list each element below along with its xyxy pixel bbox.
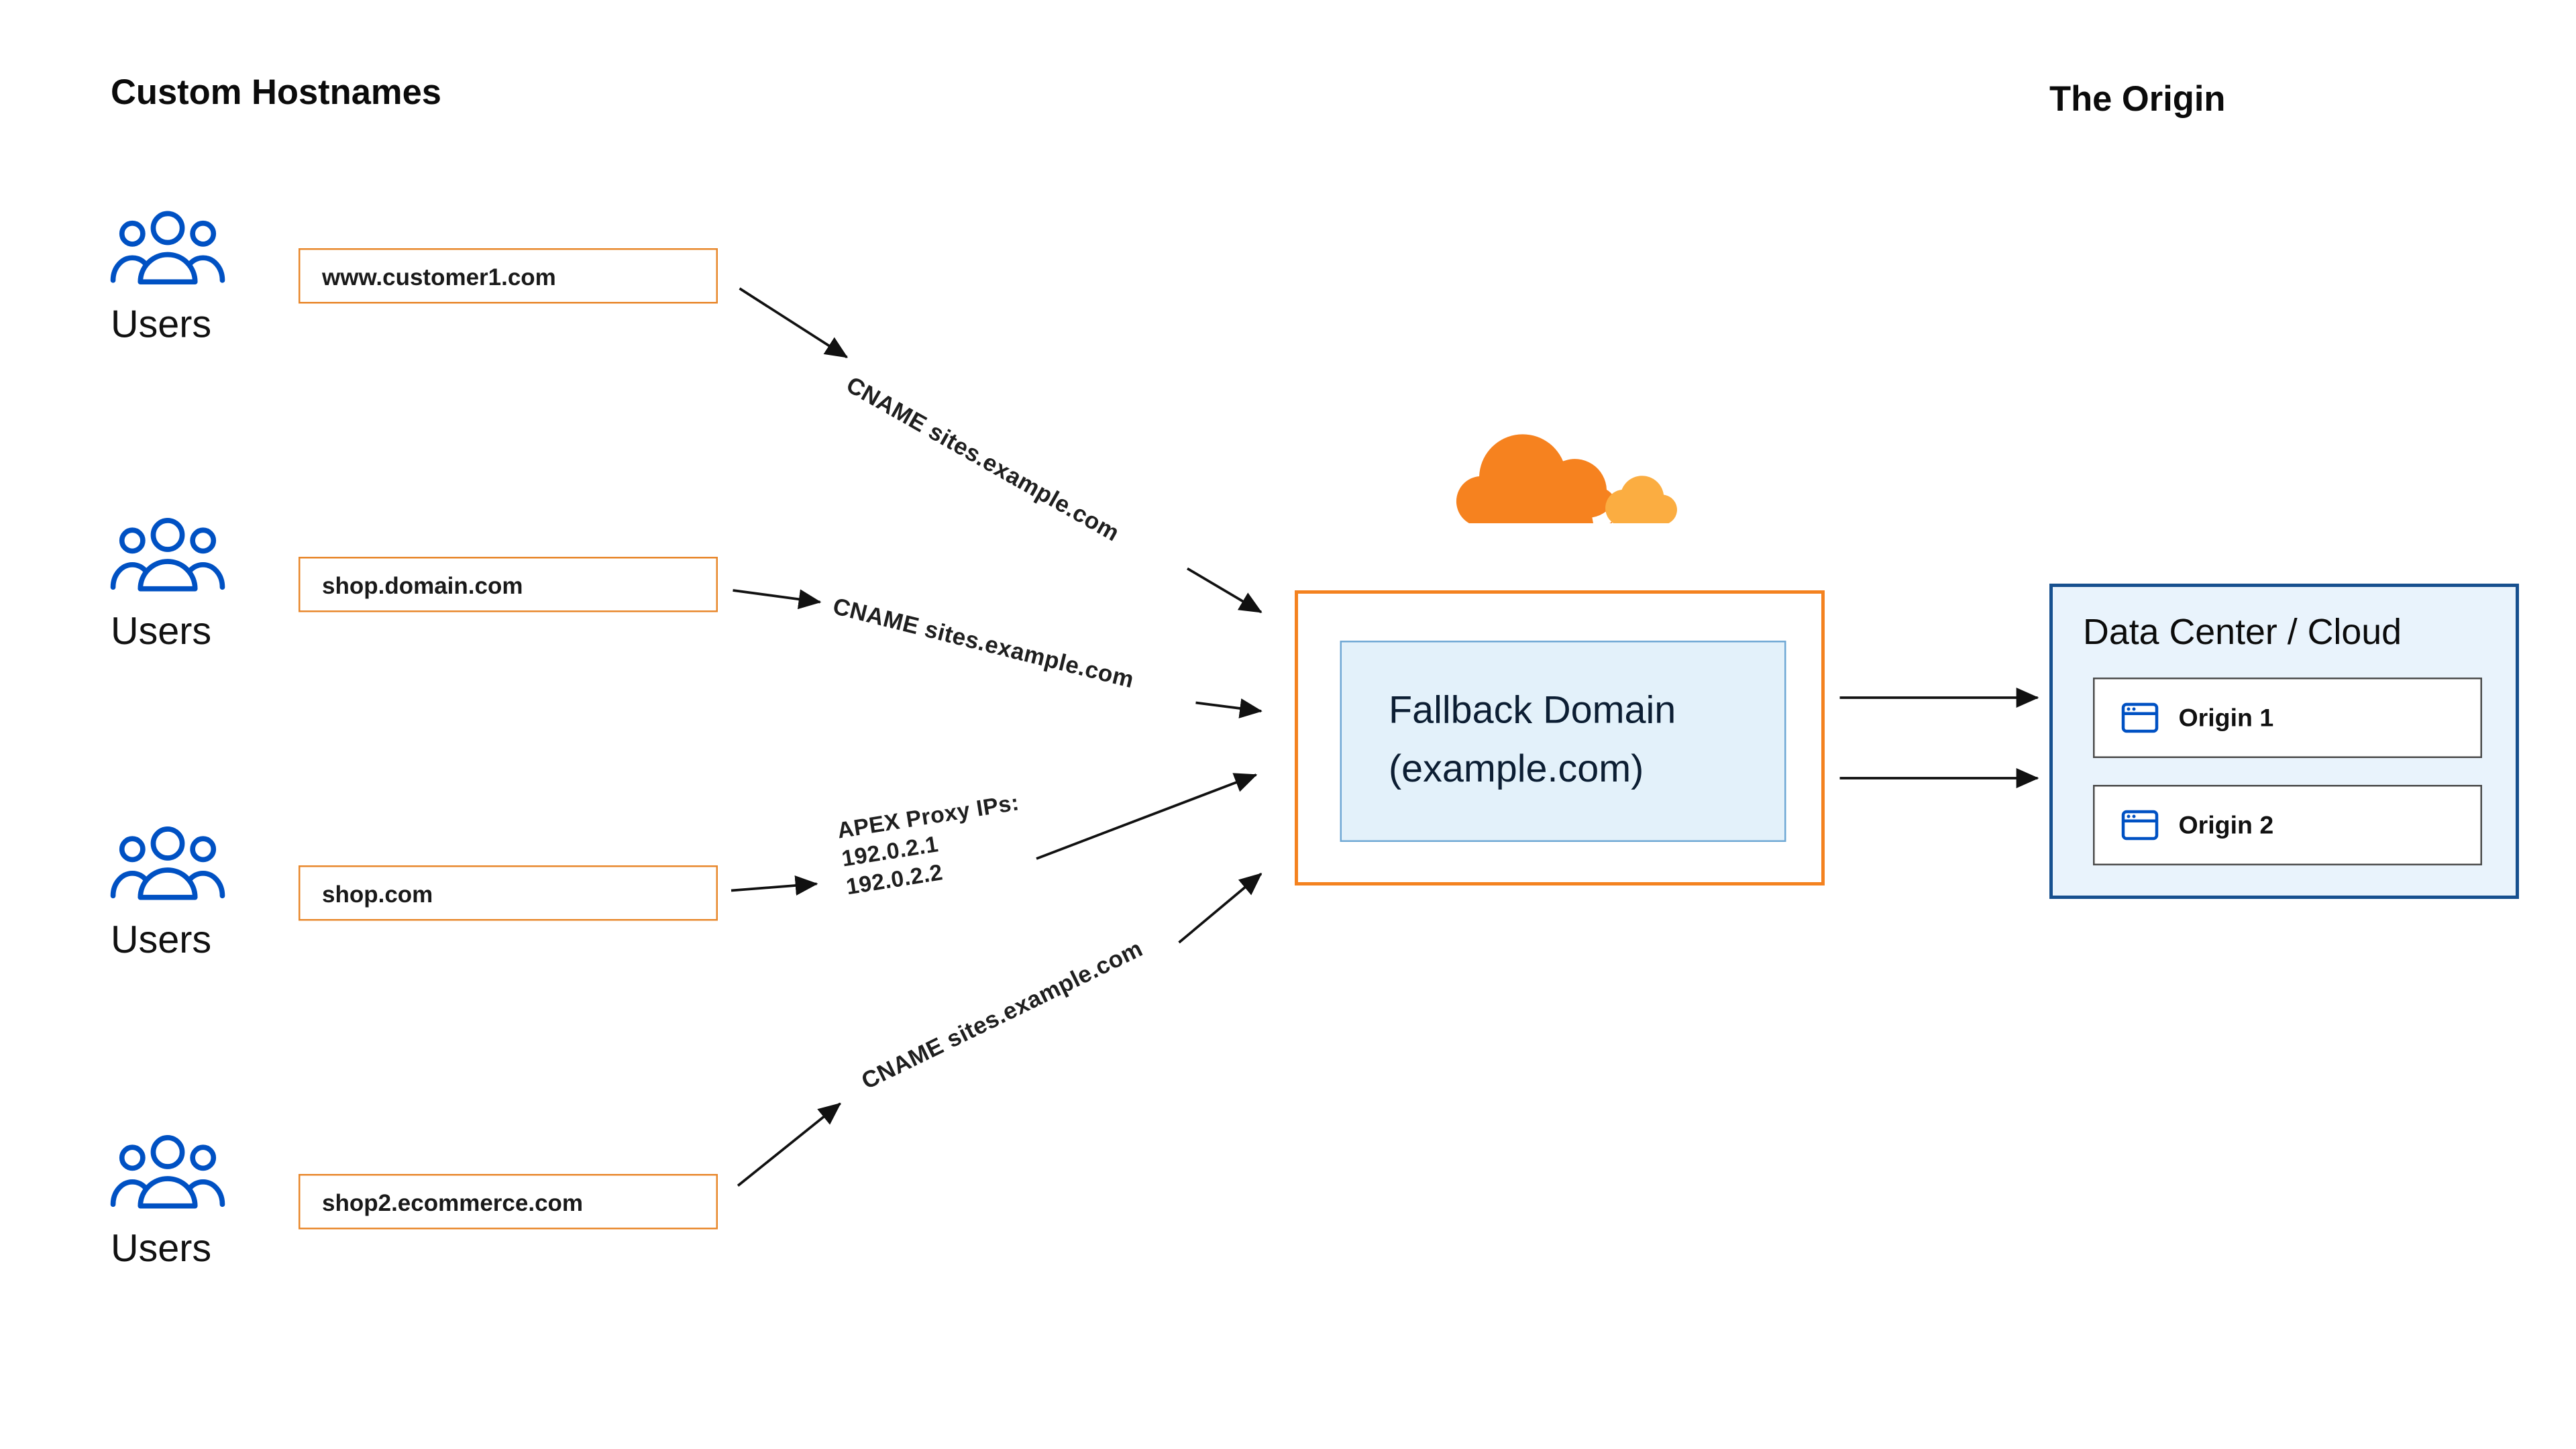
arrow-cname4-b xyxy=(1178,873,1263,944)
fallback-domain-box: Fallback Domain (example.com) xyxy=(1340,641,1786,842)
origin-2-box: Origin 2 xyxy=(2093,785,2482,865)
section-title-the-origin: The Origin xyxy=(2049,80,2226,119)
users-icon xyxy=(110,1135,225,1209)
origin-1-label: Origin 1 xyxy=(2178,703,2274,733)
data-center-title: Data Center / Cloud xyxy=(2083,612,2402,653)
hostname-box-customer1: www.customer1.com xyxy=(299,248,718,304)
fallback-domain-line2: (example.com) xyxy=(1389,746,1644,790)
users-icon xyxy=(110,211,225,285)
arrow-cname1-b xyxy=(1187,567,1263,614)
fallback-domain-line1: Fallback Domain xyxy=(1389,688,1676,731)
arrow-cname4-a xyxy=(737,1102,841,1187)
connection-label-cname-2: CNAME sites.example.com xyxy=(830,592,1137,693)
arrow-apex-a xyxy=(731,875,818,896)
connection-label-cname-1: CNAME sites.example.com xyxy=(842,370,1125,547)
users-group-4: Users xyxy=(107,1132,241,1272)
cloudflare-zone-box: Fallback Domain (example.com) xyxy=(1295,590,1825,885)
users-icon xyxy=(110,518,225,592)
cloudflare-logo xyxy=(1456,434,1677,529)
users-label: Users xyxy=(111,1226,212,1270)
connection-label-cname-4: CNAME sites.example.com xyxy=(857,934,1147,1094)
browser-window-icon xyxy=(2121,810,2159,841)
users-label: Users xyxy=(111,917,212,961)
users-group-3: Users xyxy=(107,824,241,963)
hostname-box-shop2-ecommerce: shop2.ecommerce.com xyxy=(299,1174,718,1230)
arrow-cname2-a xyxy=(733,589,822,610)
data-center-box: Data Center / Cloud Origin 1 Origin 2 xyxy=(2049,584,2519,899)
origin-2-label: Origin 2 xyxy=(2178,810,2274,840)
hostname-box-shop-domain: shop.domain.com xyxy=(299,557,718,612)
users-label: Users xyxy=(111,608,212,653)
users-label: Users xyxy=(111,302,212,345)
hostname-box-shop: shop.com xyxy=(299,865,718,921)
section-title-custom-hostnames: Custom Hostnames xyxy=(111,74,442,113)
arrow-cname2-b xyxy=(1195,698,1263,718)
origin-1-box: Origin 1 xyxy=(2093,678,2482,758)
connection-label-apex: APEX Proxy IPs: 192.0.2.1 192.0.2.2 xyxy=(835,777,1097,902)
users-group-1: Users xyxy=(107,208,241,347)
users-icon xyxy=(110,826,225,900)
browser-window-icon xyxy=(2121,702,2159,733)
arrow-cname1-a xyxy=(739,287,849,359)
users-group-2: Users xyxy=(107,515,241,655)
